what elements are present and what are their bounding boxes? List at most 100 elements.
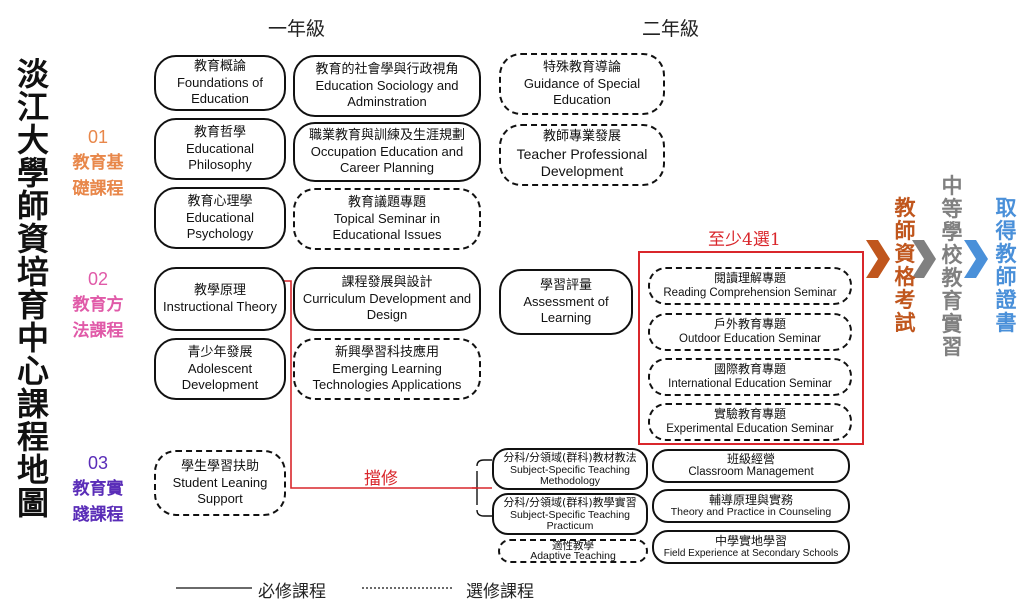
course-zh: 教育議題專題 — [347, 194, 426, 210]
course-zh: 輔導原理與實務 — [708, 492, 793, 507]
course-instructional: 教學原理 Instructional Theory — [154, 267, 286, 331]
course-adolescent: 青少年發展 Adolescent Development — [154, 338, 286, 400]
category-number: 01 — [87, 127, 109, 147]
course-en: Educational Philosophy — [186, 140, 254, 173]
year1-header: 一年級 — [268, 18, 326, 40]
page-title: 淡江大學師資培育中心課程地圖 — [16, 58, 56, 520]
course-en: Education Sociology and Adminstration — [315, 77, 459, 110]
elective-group-frame — [638, 251, 864, 445]
category-line1: 教育基 — [72, 153, 124, 173]
course-en: Emerging Learning Technologies Applicati… — [312, 360, 462, 393]
course-en: Instructional Theory — [163, 299, 277, 314]
step-exam: 教師資格考試 — [893, 197, 919, 335]
course-en: Assessment of Learning — [523, 293, 609, 326]
title-text: 淡江大學師資培育中心課程地圖 — [16, 55, 49, 522]
course-zh: 實驗教育專題 — [713, 407, 786, 422]
course-special: 特殊教育導論 Guidance of Special Education — [499, 53, 665, 115]
course-occupation: 職業教育與訓練及生涯規劃 Occupation Education and Ca… — [293, 122, 481, 182]
category-line2: 法課程 — [72, 321, 124, 341]
course-field: 中學實地學習 Field Experience at Secondary Sch… — [652, 530, 850, 564]
course-international: 國際教育專題 International Education Seminar — [648, 358, 852, 396]
course-en: Curriculum Development and Design — [302, 290, 472, 323]
course-en: Subject-Specific Teaching Methodology — [509, 463, 631, 487]
course-reading: 閱讀理解專題 Reading Comprehension Seminar — [648, 267, 852, 305]
course-zh: 分科/分領域(群科)教學實習 — [503, 496, 637, 510]
course-curriculum: 課程發展與設計 Curriculum Development and Desig… — [293, 267, 481, 331]
prerequisite-label: 擋修 — [364, 469, 398, 489]
course-zh: 特殊教育導論 — [542, 59, 621, 75]
course-zh: 新興學習科技應用 — [334, 344, 439, 360]
course-en: Educational Psychology — [186, 209, 254, 242]
course-zh: 中學實地學習 — [714, 533, 787, 548]
course-en: Adolescent Development — [181, 360, 259, 393]
course-en: Experimental Education Seminar — [666, 423, 834, 436]
course-en: Topical Seminar in Educational Issues — [332, 210, 442, 243]
course-zh: 課程發展與設計 — [341, 274, 433, 290]
course-psychology: 教育心理學 Educational Psychology — [154, 187, 286, 249]
course-zh: 教育哲學 — [193, 124, 246, 140]
course-en: Subject-Specific Teaching Practicum — [509, 508, 631, 532]
course-experimental: 實驗教育專題 Experimental Education Seminar — [648, 403, 852, 441]
chevron-right-icon — [866, 240, 890, 278]
course-philosophy: 教育哲學 Educational Philosophy — [154, 118, 286, 180]
course-materials: 分科/分領域(群科)教材教法 Subject-Specific Teaching… — [492, 448, 648, 490]
course-zh: 青少年發展 — [187, 344, 253, 360]
category-01: 01 教育基 礎課程 — [62, 124, 134, 202]
category-line2: 踐課程 — [72, 505, 124, 525]
course-zh: 適性教學 — [552, 539, 594, 552]
course-en: Occupation Education and Career Planning — [310, 143, 464, 176]
course-en: Guidance of Special Education — [523, 75, 641, 108]
legend-required: 必修課程 — [258, 582, 326, 602]
course-zh: 教育的社會學與行政視角 — [315, 61, 459, 77]
category-02: 02 教育方 法課程 — [62, 266, 134, 344]
course-foundations: 教育概論 Foundations of Education — [154, 55, 286, 111]
course-en: Theory and Practice in Counseling — [670, 505, 832, 518]
step-internship: 中等學校教育實習 — [940, 175, 966, 359]
category-line2: 礎課程 — [72, 179, 124, 199]
course-zh: 教育心理學 — [187, 193, 253, 209]
course-counseling: 輔導原理與實務 Theory and Practice in Counselin… — [652, 489, 850, 523]
category-number: 02 — [87, 269, 109, 289]
course-classroom: 班級經營 Classroom Management — [652, 449, 850, 483]
course-zh: 學習評量 — [539, 277, 592, 293]
category-line1: 教育方 — [72, 295, 124, 315]
elective-note: 至少4選1 — [708, 230, 781, 250]
course-zh: 分科/分領域(群科)教材教法 — [503, 451, 637, 465]
category-03: 03 教育實 踐課程 — [62, 450, 134, 528]
course-en: Classroom Management — [688, 466, 814, 479]
legend-elective: 選修課程 — [466, 582, 534, 602]
course-zh: 戶外教育專題 — [713, 317, 786, 332]
course-en: Outdoor Education Seminar — [679, 333, 821, 346]
course-zh: 學生學習扶助 — [180, 458, 259, 474]
course-zh: 教育概論 — [193, 58, 246, 74]
course-en: Foundations of Education — [176, 74, 263, 107]
branch-bracket — [476, 459, 492, 517]
category-line1: 教育實 — [72, 479, 124, 499]
year2-header: 二年級 — [642, 18, 700, 40]
course-en: Student Leaning Support — [172, 474, 268, 507]
course-en: Teacher Professional Development — [516, 145, 648, 180]
course-outdoor: 戶外教育專題 Outdoor Education Seminar — [648, 313, 852, 351]
course-sociology: 教育的社會學與行政視角 Education Sociology and Admi… — [293, 55, 481, 117]
course-zh: 閱讀理解專題 — [713, 271, 786, 286]
course-zh: 班級經營 — [726, 452, 775, 467]
category-number: 03 — [87, 453, 109, 473]
course-practicum: 分科/分領域(群科)教學實習 Subject-Specific Teaching… — [492, 493, 648, 535]
course-student-learning: 學生學習扶助 Student Leaning Support — [154, 450, 286, 516]
course-en: Adaptive Teaching — [530, 550, 616, 562]
course-zh: 國際教育專題 — [713, 362, 786, 377]
step-certificate: 取得教師證書 — [994, 197, 1020, 335]
course-emerging: 新興學習科技應用 Emerging Learning Technologies … — [293, 338, 481, 400]
step-internship-text: 中等學校教育實習 — [941, 174, 963, 359]
step-exam-text: 教師資格考試 — [894, 196, 916, 335]
step-certificate-text: 取得教師證書 — [995, 196, 1017, 335]
course-zh: 教學原理 — [193, 282, 246, 298]
course-topical: 教育議題專題 Topical Seminar in Educational Is… — [293, 188, 481, 250]
course-en: Reading Comprehension Seminar — [663, 287, 837, 300]
chevron-right-icon — [912, 240, 936, 278]
course-adaptive: 適性教學 Adaptive Teaching — [498, 539, 648, 563]
course-professional: 教師專業發展 Teacher Professional Development — [499, 124, 665, 186]
course-zh: 職業教育與訓練及生涯規劃 — [308, 127, 465, 143]
course-assessment: 學習評量 Assessment of Learning — [499, 269, 633, 335]
course-zh: 教師專業發展 — [542, 129, 621, 145]
